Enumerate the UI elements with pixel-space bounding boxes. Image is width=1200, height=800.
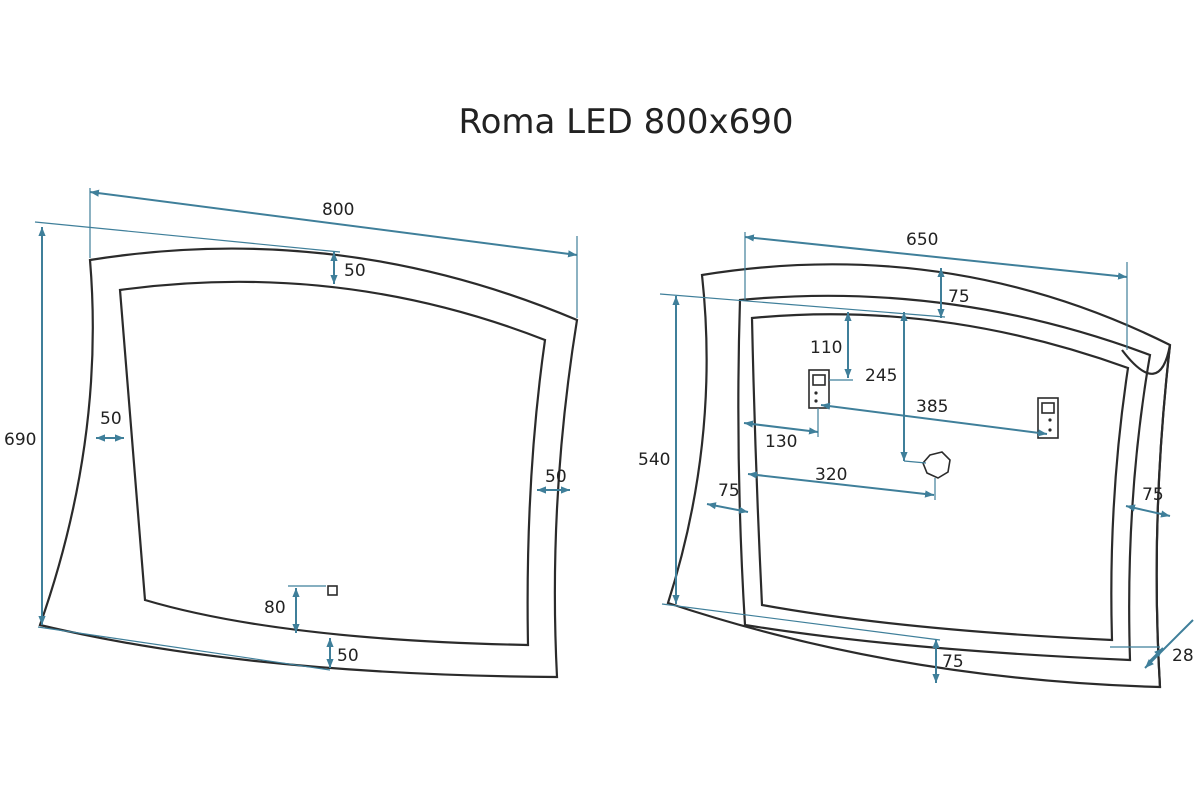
page-title: Roma LED 800x690 xyxy=(458,102,794,142)
back-height-ext-top xyxy=(659,293,946,318)
front-top-border-label: 50 xyxy=(344,261,366,281)
front-view: 800 690 50 50 50 80 50 xyxy=(4,188,579,679)
front-bottom-ext-line xyxy=(37,626,331,671)
front-width-label: 800 xyxy=(322,200,354,220)
back-depth-dimension-tick xyxy=(1147,647,1164,664)
front-width-dimension-line xyxy=(89,189,578,258)
front-bottom-border-label: 50 xyxy=(337,646,359,666)
back-depth-label: 28 xyxy=(1172,646,1194,666)
back-bottom-offset-label: 75 xyxy=(942,652,964,672)
outlet-icon xyxy=(922,451,951,479)
back-recess xyxy=(750,313,1130,642)
back-left-offset-label: 75 xyxy=(718,481,740,501)
back-hanger-side-offset-label: 130 xyxy=(765,432,797,452)
back-height-ext-bottom xyxy=(661,603,941,641)
front-left-border-label: 50 xyxy=(100,409,122,429)
front-sensor-offset-label: 80 xyxy=(264,598,286,618)
back-left-offset-dimension xyxy=(706,502,749,514)
hanger-right-icon xyxy=(1037,397,1059,439)
back-view: 650 540 75 110 245 385 xyxy=(638,230,1194,689)
front-height-ext-top xyxy=(34,221,341,253)
back-right-offset-label: 75 xyxy=(1142,485,1164,505)
back-top-offset-label: 75 xyxy=(948,287,970,307)
back-outlet-side-offset-label: 320 xyxy=(815,465,847,485)
back-outlet-side-offset-dimension xyxy=(747,471,935,498)
back-right-offset-dimension xyxy=(1125,504,1171,518)
back-height-label: 540 xyxy=(638,450,670,470)
outlet-ext-top xyxy=(903,460,927,464)
back-hanger-spacing-label: 385 xyxy=(916,397,948,417)
hanger-left-icon xyxy=(808,369,830,409)
touch-sensor-icon xyxy=(327,585,338,596)
back-outlet-offset-label: 245 xyxy=(865,366,897,386)
front-height-label: 690 xyxy=(4,430,36,450)
back-hanger-offset-label: 110 xyxy=(810,338,842,358)
back-depth-dimension xyxy=(1144,619,1194,669)
front-outer-frame xyxy=(38,247,579,679)
back-hanger-spacing-dimension xyxy=(820,402,1048,437)
back-width-dimension-line xyxy=(744,234,1128,280)
back-outer-frame xyxy=(666,263,1172,689)
back-width-label: 650 xyxy=(906,230,938,250)
front-right-border-label: 50 xyxy=(545,467,567,487)
front-inner-glass xyxy=(118,280,547,647)
back-hanger-side-offset-dimension xyxy=(743,420,819,435)
back-panel xyxy=(737,294,1152,662)
